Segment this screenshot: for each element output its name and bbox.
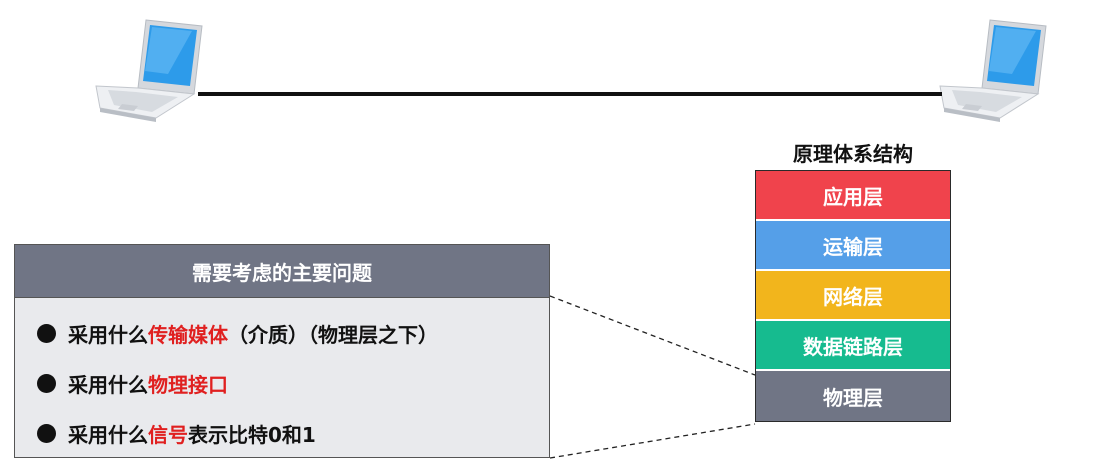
protocol-stack: 应用层 运输层 网络层 数据链路层 物理层 bbox=[755, 170, 951, 422]
issue-prefix: 采用什么 bbox=[68, 422, 148, 447]
bullet-icon bbox=[37, 323, 56, 343]
issue-highlight: 传输媒体 bbox=[148, 322, 228, 347]
layer-transport: 运输层 bbox=[756, 221, 950, 271]
issue-highlight: 信号 bbox=[148, 422, 188, 447]
dashed-connector-bottom bbox=[549, 423, 756, 459]
layer-application: 应用层 bbox=[756, 171, 950, 221]
issue-highlight: 物理接口 bbox=[148, 372, 228, 397]
issue-prefix: 采用什么 bbox=[68, 322, 148, 347]
dashed-connector-top bbox=[549, 295, 756, 376]
issue-suffix: （介质）（物理层之下） bbox=[228, 322, 438, 347]
layer-physical: 物理层 bbox=[756, 371, 950, 421]
stack-title: 原理体系结构 bbox=[793, 142, 913, 166]
issue-signal-representation: 采用什么信号表示比特0和1 bbox=[37, 408, 549, 458]
layer-data-link: 数据链路层 bbox=[756, 321, 950, 371]
bullet-icon bbox=[37, 423, 56, 443]
issues-list: 采用什么传输媒体（介质）（物理层之下） 采用什么物理接口 采用什么信号表示比特0… bbox=[15, 298, 549, 458]
laptop-left-icon bbox=[95, 19, 203, 122]
issue-physical-interface: 采用什么物理接口 bbox=[37, 358, 549, 408]
bullet-icon bbox=[37, 373, 56, 393]
layer-network: 网络层 bbox=[756, 271, 950, 321]
issue-transmission-media: 采用什么传输媒体（介质）（物理层之下） bbox=[37, 308, 549, 358]
transmission-cable-line bbox=[198, 92, 942, 96]
issues-header: 需要考虑的主要问题 bbox=[15, 245, 549, 298]
issue-prefix: 采用什么 bbox=[68, 372, 148, 397]
issues-panel: 需要考虑的主要问题 采用什么传输媒体（介质）（物理层之下） 采用什么物理接口 采… bbox=[14, 244, 550, 458]
issue-suffix: 表示比特0和1 bbox=[188, 422, 316, 447]
laptop-right-icon bbox=[939, 19, 1047, 122]
